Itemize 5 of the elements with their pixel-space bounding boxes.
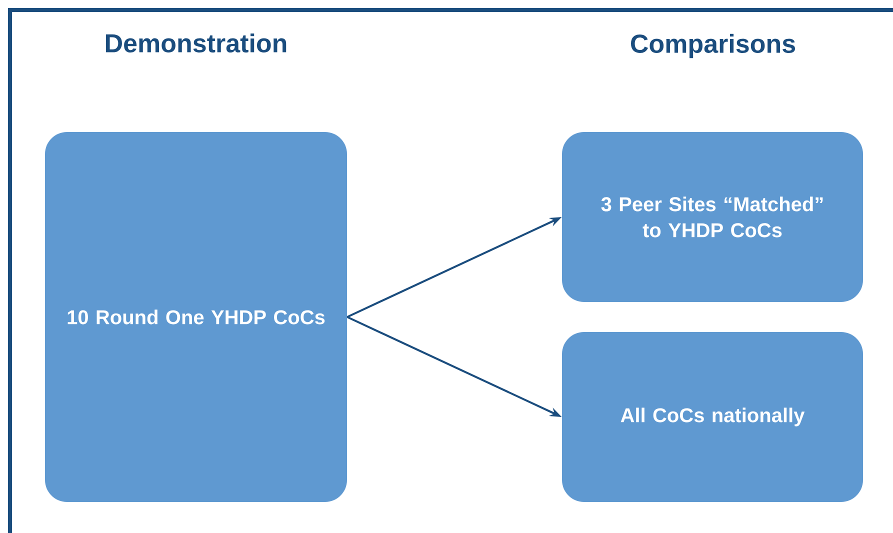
column-heading: Demonstration bbox=[106, 33, 286, 53]
column-heading: Comparisons bbox=[631, 34, 796, 58]
process-box: 3 Peer Sites “Matched” to YHDP CoCs bbox=[562, 132, 863, 302]
process-box: All CoCs nationally bbox=[562, 332, 863, 502]
process-box: 10 Round One YHDP CoCs bbox=[45, 132, 347, 502]
